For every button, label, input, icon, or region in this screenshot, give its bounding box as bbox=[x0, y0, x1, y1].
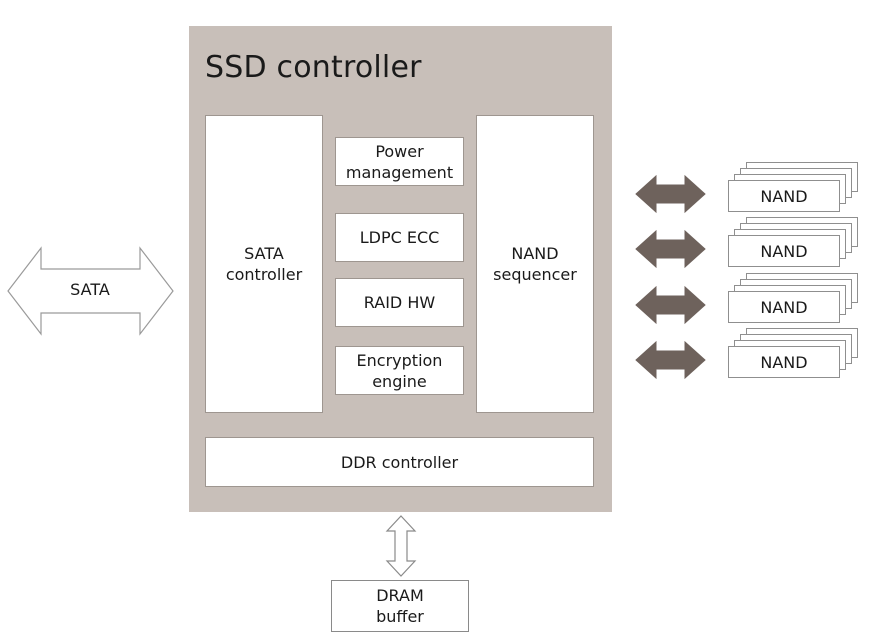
dram-buffer-block: DRAM buffer bbox=[331, 580, 469, 632]
nand-label-1: NAND bbox=[760, 186, 808, 206]
nand-chip-4: NAND bbox=[728, 346, 840, 378]
nand-stack-2: NAND bbox=[728, 217, 858, 271]
nand-double-arrow-2 bbox=[635, 229, 706, 269]
nand-chip-2: NAND bbox=[728, 235, 840, 267]
nand-sequencer-block: NAND sequencer bbox=[476, 115, 594, 413]
raid-hw-block: RAID HW bbox=[335, 278, 464, 327]
nand-chip-1: NAND bbox=[728, 180, 840, 212]
nand-chip-3: NAND bbox=[728, 291, 840, 323]
nand-stack-4: NAND bbox=[728, 328, 858, 382]
sata-label: SATA bbox=[70, 280, 110, 299]
ddr-controller-block: DDR controller bbox=[205, 437, 594, 487]
nand-double-arrow-1 bbox=[635, 174, 706, 214]
sata-controller-block: SATA controller bbox=[205, 115, 323, 413]
nand-label-4: NAND bbox=[760, 352, 808, 372]
nand-stack-1: NAND bbox=[728, 162, 858, 216]
power-management-block: Power management bbox=[335, 137, 464, 186]
nand-double-arrow-3 bbox=[635, 285, 706, 325]
ldpc-ecc-block: LDPC ECC bbox=[335, 213, 464, 262]
sata-double-arrow bbox=[7, 246, 174, 336]
nand-label-2: NAND bbox=[760, 241, 808, 261]
nand-label-3: NAND bbox=[760, 297, 808, 317]
raid-hw-label: RAID HW bbox=[363, 293, 436, 312]
nand-double-arrow-4 bbox=[635, 340, 706, 380]
dram-double-arrow bbox=[385, 515, 417, 577]
ddr-controller-label: DDR controller bbox=[340, 452, 459, 472]
nand-sequencer-label: NAND sequencer bbox=[493, 244, 577, 284]
controller-title: SSD controller bbox=[205, 50, 422, 85]
nand-stack-3: NAND bbox=[728, 273, 858, 327]
sata-controller-label: SATA controller bbox=[225, 244, 303, 284]
power-management-label: Power management bbox=[345, 141, 454, 182]
ldpc-ecc-label: LDPC ECC bbox=[359, 228, 440, 247]
dram-buffer-label: DRAM buffer bbox=[376, 586, 424, 626]
encryption-engine-block: Encryption engine bbox=[335, 346, 464, 395]
encryption-engine-label: Encryption engine bbox=[356, 350, 443, 391]
